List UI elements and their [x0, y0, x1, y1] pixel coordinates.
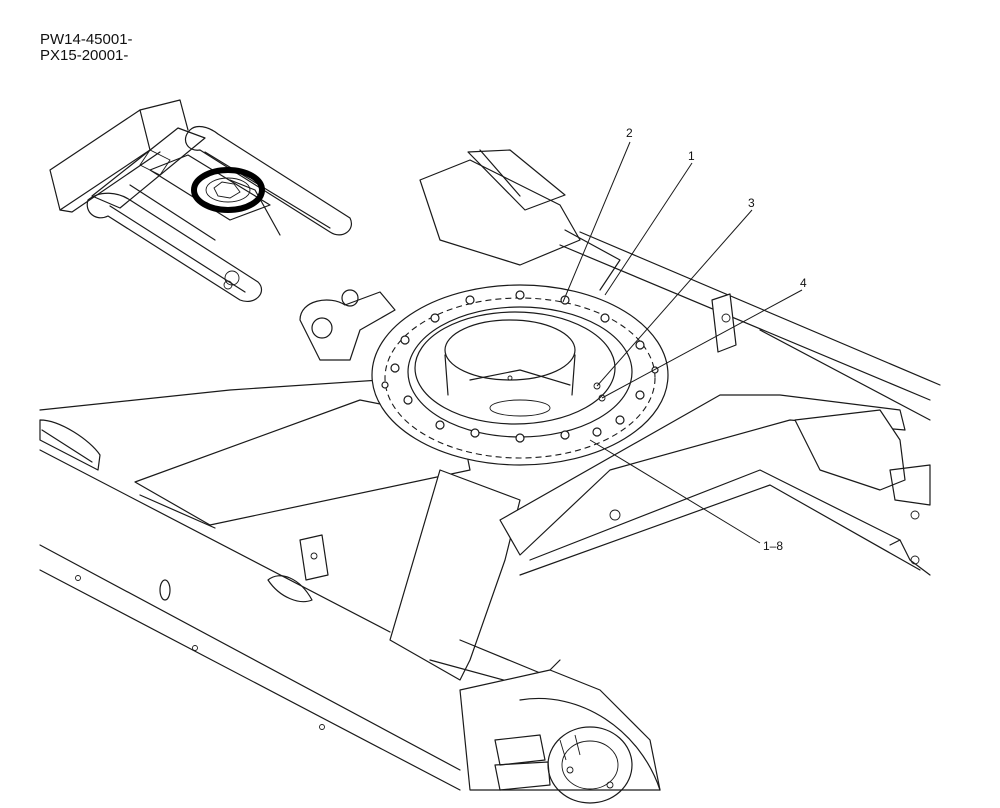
- callout-1: 1: [688, 149, 695, 163]
- callout-2: 2: [626, 126, 633, 140]
- highlight-ring: [191, 167, 265, 213]
- callout-4: 4: [800, 276, 807, 290]
- bolt-ring: [381, 290, 659, 443]
- serial-range: PW14-45001- PX15-20001-: [40, 32, 133, 64]
- callout-3: 3: [748, 196, 755, 210]
- main-frame-drawing: [39, 141, 941, 804]
- serial-number-2: PX15-20001-: [40, 47, 129, 64]
- serial-number-1: PW14-45001-: [40, 31, 133, 48]
- undercarriage-overview-inset: [49, 99, 352, 302]
- swing-bearing: [371, 284, 669, 466]
- callout-1-8: 1–8: [763, 539, 783, 553]
